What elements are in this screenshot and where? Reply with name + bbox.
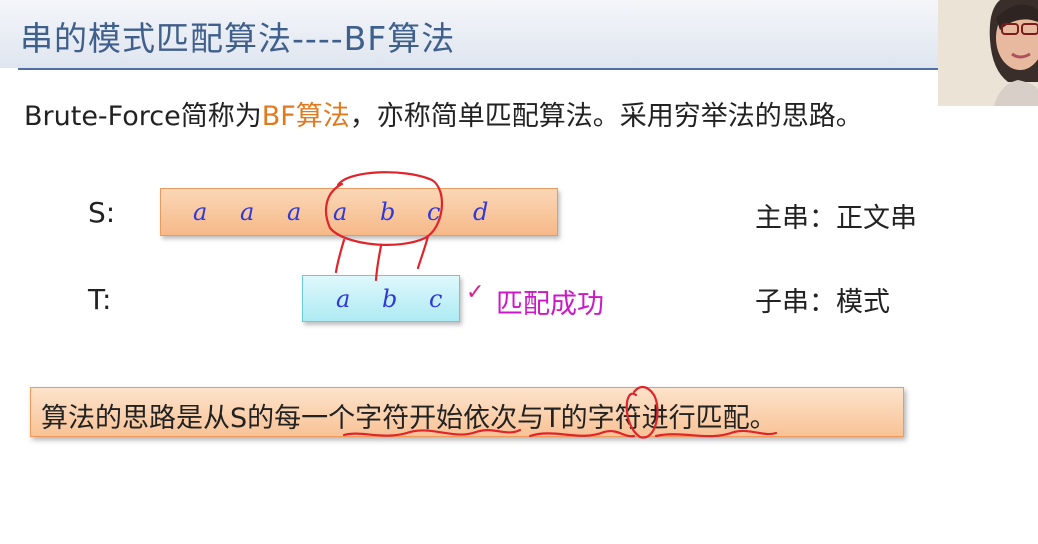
main-char: b [380,198,396,226]
connector-line [374,244,383,282]
pattern-note: 子串：模式 [755,287,890,318]
main-string-note: 主串：正文串 [755,203,917,234]
presenter-webcam [938,0,1038,106]
intro-text: Brute-Force简称为 [24,101,262,132]
idea-underline [654,429,778,438]
connector-line [416,234,430,270]
main-char: a [287,198,302,226]
main-char: a [333,198,348,226]
idea-underline [342,428,522,437]
main-char: a [193,198,208,226]
match-status: 匹配成功 [496,289,604,320]
pattern-char: b [382,285,398,313]
pattern-char: c [429,285,443,313]
t-circle [625,385,659,439]
title-divider [18,68,938,70]
main-string-bar: a a a a b c d [160,188,558,236]
main-char: c [427,198,441,226]
check-icon: ✓ [466,280,485,305]
presenter-video [938,0,1038,106]
main-char: a [240,198,255,226]
intro-sentence: Brute-Force简称为BF算法，亦称简单匹配算法。采用穷举法的思路。 [24,94,863,133]
slide-title: 串的模式匹配算法----BF算法 [20,19,456,58]
idea-box: 算法的思路是从S的每一个字符开始依次与T的字符进行匹配。 [30,387,904,437]
match-circle [324,171,444,246]
idea-underline [528,430,636,438]
pattern-label: T: [88,283,112,316]
main-string-label: S: [88,196,116,229]
title-bar: 串的模式匹配算法----BF算法 [0,0,1038,68]
bf-highlight: BF算法 [261,101,350,132]
connector-line [334,238,346,274]
main-char: d [473,198,489,226]
intro-text-rest: ，亦称简单匹配算法。采用穷举法的思路。 [349,101,863,132]
pattern-bar: a b c [302,275,460,322]
pattern-char: a [336,285,351,313]
